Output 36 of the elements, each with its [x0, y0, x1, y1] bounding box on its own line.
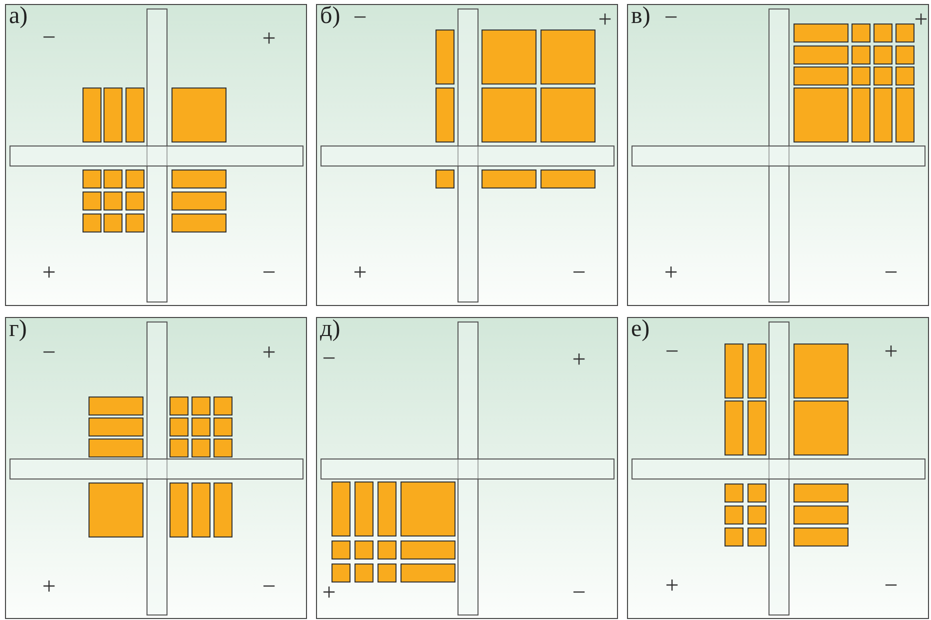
sign-mark: +: [884, 340, 898, 364]
sign-mark: −: [884, 574, 898, 598]
sign-mark: +: [262, 27, 276, 51]
sign-mark: −: [884, 261, 898, 285]
sign-mark: +: [572, 348, 586, 372]
sign-mark: −: [572, 261, 586, 285]
sign-mark: −: [322, 347, 336, 371]
sign-mark: −: [572, 581, 586, 605]
panel-label: б): [320, 3, 340, 30]
sign-mark: −: [664, 6, 678, 30]
sign-mark: +: [42, 261, 56, 285]
diagram-panel: [627, 4, 929, 306]
diagram-panel: [627, 317, 929, 619]
panel-label: д): [320, 316, 340, 342]
diagram-panel: [5, 4, 307, 306]
sign-mark: −: [262, 575, 276, 599]
diagram-panel: [5, 317, 307, 619]
diagram-panel: [316, 4, 618, 306]
sign-mark: −: [665, 340, 679, 364]
sign-mark: +: [914, 8, 928, 32]
panel-label: а): [9, 3, 28, 30]
panel-label: е): [631, 316, 650, 342]
sign-mark: +: [262, 341, 276, 365]
sign-mark: +: [598, 8, 612, 32]
sign-mark: +: [353, 261, 367, 285]
panel-label: в): [631, 3, 650, 30]
sign-mark: +: [42, 575, 56, 599]
sign-mark: −: [262, 261, 276, 285]
sign-mark: −: [353, 6, 367, 30]
sign-mark: −: [42, 341, 56, 365]
sign-mark: −: [42, 26, 56, 50]
panel-label: г): [9, 316, 27, 342]
sign-mark: +: [665, 574, 679, 598]
sign-mark: +: [664, 261, 678, 285]
diagram-panel: [316, 317, 618, 619]
sign-mark: +: [322, 581, 336, 605]
